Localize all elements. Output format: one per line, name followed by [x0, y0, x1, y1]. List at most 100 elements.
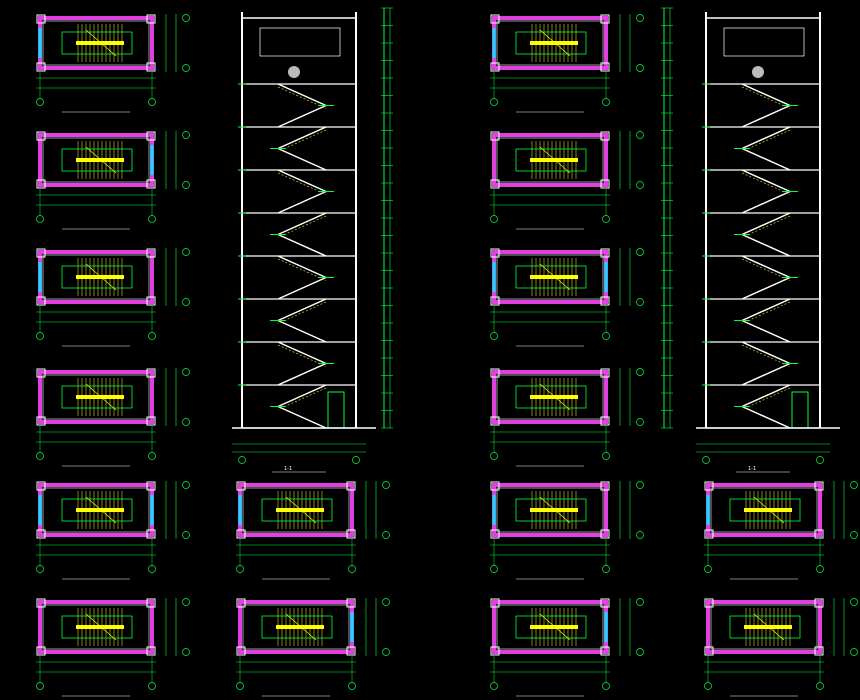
section-flight: [277, 255, 327, 279]
axis-bubble: [182, 248, 190, 256]
plan-walk-line: [539, 613, 571, 641]
axis-bubble: [382, 481, 390, 489]
plan-column: [490, 529, 500, 539]
plan-column: [490, 416, 500, 426]
plan-walk-line: [85, 146, 117, 174]
plan-column: [146, 646, 156, 656]
section-flight: [741, 276, 791, 300]
plan-handrail: [76, 275, 124, 279]
axis-bubble: [850, 481, 858, 489]
section-handrail: [741, 344, 791, 367]
plan-walk-line: [85, 29, 117, 57]
plan-column: [600, 598, 610, 608]
floor-plan-2: [36, 131, 190, 230]
section-flight: [277, 169, 327, 193]
axis-bubble: [382, 531, 390, 539]
stair-sections-group: [232, 7, 840, 473]
plan-column: [814, 481, 824, 491]
axis-bubble: [148, 332, 156, 340]
section-roof-box: [259, 27, 341, 57]
section-flight: [277, 126, 327, 150]
axis-bubble: [348, 682, 356, 690]
section-flight: [741, 126, 791, 150]
axis-bubble: [352, 456, 360, 464]
axis-bubble: [148, 98, 156, 106]
axis-bubble: [636, 418, 644, 426]
axis-bubble: [238, 456, 246, 464]
plan-handrail: [744, 508, 792, 512]
plan-column: [490, 481, 500, 491]
plan-landing: [515, 615, 587, 639]
plan-landing: [515, 265, 587, 289]
axis-bubble: [36, 682, 44, 690]
section-flight: [277, 384, 327, 408]
plan-column: [36, 62, 46, 72]
section-handrail: [277, 258, 327, 281]
plan-column: [600, 368, 610, 378]
plan-column: [146, 296, 156, 306]
axis-bubble: [490, 452, 498, 460]
plan-column: [236, 646, 246, 656]
axis-bubble: [490, 98, 498, 106]
plan-landing: [261, 615, 333, 639]
plan-landing: [61, 385, 133, 409]
plan-wall-inner: [42, 374, 150, 420]
axis-bubble: [636, 248, 644, 256]
axis-bubble: [182, 368, 190, 376]
section-handrail: [741, 215, 791, 238]
plan-column: [146, 248, 156, 258]
plan-column: [490, 179, 500, 189]
plan-column: [704, 598, 714, 608]
plan-handrail: [76, 625, 124, 629]
axis-bubble: [490, 215, 498, 223]
section-flight: [277, 104, 327, 128]
section-flight: [741, 362, 791, 386]
axis-bubble: [602, 215, 610, 223]
plan-column: [346, 598, 356, 608]
plan-landing: [61, 31, 133, 55]
plan-column: [600, 14, 610, 24]
axis-bubble: [636, 368, 644, 376]
plan-landing: [515, 498, 587, 522]
plan-column: [36, 529, 46, 539]
plan-wall-inner: [42, 604, 150, 650]
axis-bubble: [182, 598, 190, 606]
axis-bubble: [602, 682, 610, 690]
axis-bubble: [182, 481, 190, 489]
plan-column: [490, 62, 500, 72]
plan-column: [36, 646, 46, 656]
plan-handrail: [76, 508, 124, 512]
plan-handrail: [76, 158, 124, 162]
plan-wall-inner: [496, 604, 604, 650]
plan-column: [704, 529, 714, 539]
plan-landing: [61, 615, 133, 639]
plan-wall-inner: [42, 254, 150, 300]
plan-column: [146, 62, 156, 72]
plan-handrail: [276, 625, 324, 629]
plan-column: [146, 598, 156, 608]
axis-bubble: [490, 565, 498, 573]
plan-wall-inner: [242, 487, 350, 533]
plan-column: [346, 481, 356, 491]
plan-column: [346, 529, 356, 539]
plan-column: [146, 368, 156, 378]
section-handrail: [741, 387, 791, 410]
section-flight: [741, 255, 791, 279]
axis-bubble: [602, 565, 610, 573]
section-handrail: [741, 129, 791, 152]
plan-landing: [61, 265, 133, 289]
plan-landing: [261, 498, 333, 522]
plan-walk-line: [85, 496, 117, 524]
plan-column: [146, 14, 156, 24]
plan-column: [814, 646, 824, 656]
stair-section-1: [232, 12, 376, 473]
section-flight: [741, 83, 791, 107]
floor-plan-12: [490, 368, 644, 467]
floor-plan-4: [36, 368, 190, 467]
section-handrail: [277, 344, 327, 367]
plan-column: [490, 296, 500, 306]
axis-bubble: [636, 531, 644, 539]
plan-column: [146, 529, 156, 539]
section-flight: [277, 276, 327, 300]
axis-bubble: [816, 565, 824, 573]
